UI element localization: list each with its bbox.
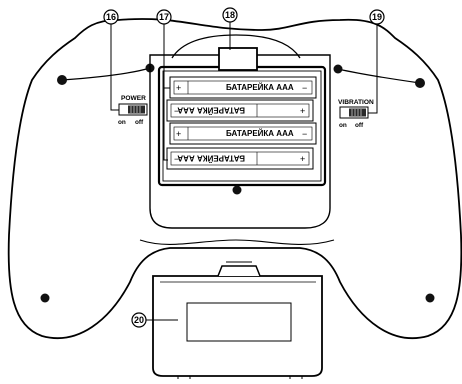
battery-4-right-sign: + xyxy=(300,154,305,164)
battery-1-right-sign: − xyxy=(302,83,307,93)
left-shoulder-screw xyxy=(57,75,67,85)
callout-16: 16 xyxy=(103,9,119,111)
power-switch-off-label: off xyxy=(135,119,144,126)
battery-4-left-sign: − xyxy=(174,154,179,164)
center-recess xyxy=(149,54,331,229)
battery-2-right-sign: + xyxy=(300,106,305,116)
right-grip-screw xyxy=(425,293,435,303)
right-shoulder-screw xyxy=(415,78,425,88)
callout-19-number: 19 xyxy=(372,12,382,22)
battery-3-label: БАТАРЕЙКА ААА xyxy=(226,129,294,138)
battery-3-right-sign: − xyxy=(302,129,307,139)
battery-cover-latch xyxy=(218,47,258,71)
battery-2: − БАТАРЕЙКА ААА + xyxy=(166,99,314,122)
battery-1-left-sign: + xyxy=(176,83,181,93)
battery-cover-outline xyxy=(152,275,323,377)
left-grip-screw xyxy=(40,293,50,303)
controller-body-outline xyxy=(7,18,462,340)
right-shoulder-arc xyxy=(337,68,421,84)
power-switch-slider xyxy=(128,105,145,114)
battery-4: − БАТАРЕЙКА ААА + xyxy=(166,147,314,170)
battery-cover-label-area xyxy=(186,302,292,342)
battery-compartment-inner xyxy=(162,70,322,182)
power-switch-on-label: on xyxy=(118,119,126,126)
callout-17: 17 xyxy=(156,9,172,161)
callout-17-number: 17 xyxy=(159,12,169,22)
battery-cover-tab xyxy=(217,265,261,277)
callout-16-number: 16 xyxy=(106,12,116,22)
battery-3-left-sign: + xyxy=(176,129,181,139)
vibration-switch-on-label: on xyxy=(339,122,347,129)
battery-4-label: БАТАРЕЙКА ААА xyxy=(177,154,245,163)
top-hump xyxy=(171,34,301,59)
callout-19: 19 xyxy=(368,9,385,114)
power-switch-title: POWER xyxy=(121,95,146,102)
callout-18: 18 xyxy=(222,7,238,50)
battery-1-label: БАТАРЕЙКА ААА xyxy=(226,83,294,92)
battery-3: + БАТАРЕЙКА ААА − xyxy=(169,122,317,145)
power-switch: POWER on off xyxy=(118,95,148,126)
left-shoulder-arc xyxy=(61,67,151,81)
compartment-screw xyxy=(232,185,242,195)
callout-20: 20 xyxy=(131,312,178,328)
battery-2-left-sign: − xyxy=(174,106,179,116)
vibration-switch-off-label: off xyxy=(355,122,364,129)
vibration-switch-slider xyxy=(349,108,366,117)
callout-20-number: 20 xyxy=(134,315,144,325)
callout-18-number: 18 xyxy=(225,10,235,20)
battery-cover xyxy=(152,261,323,379)
center-lower-curve xyxy=(139,239,335,245)
vibration-switch-title: VIBRATION xyxy=(338,99,374,106)
battery-2-label: БАТАРЕЙКА ААА xyxy=(177,106,245,115)
vibration-switch: VIBRATION on off xyxy=(338,99,374,129)
right-inner-screw xyxy=(333,64,343,74)
battery-1: + БАТАРЕЙКА ААА − xyxy=(169,76,317,99)
